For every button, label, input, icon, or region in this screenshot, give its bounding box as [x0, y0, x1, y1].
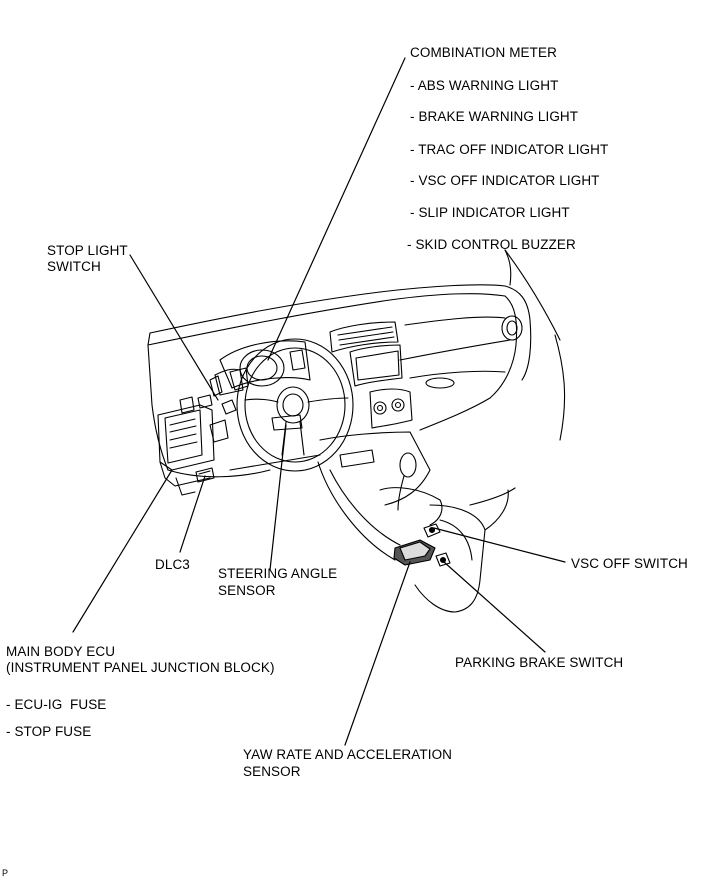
parking-brake-switch-label: PARKING BRAKE SWITCH	[455, 655, 624, 670]
meter-item-skid-buzzer: - SKID CONTROL BUZZER	[407, 237, 576, 252]
leader-main-body-ecu	[72, 469, 173, 633]
leader-vsc-off-switch	[433, 527, 566, 563]
vsc-off-switch-label: VSC OFF SWITCH	[571, 556, 688, 571]
stop-light-switch-label-2: SWITCH	[47, 259, 101, 274]
dlc3-label: DLC3	[155, 557, 190, 572]
yaw-rate-sensor-part	[393, 539, 436, 566]
meter-item-trac-off: - TRAC OFF INDICATOR LIGHT	[410, 142, 609, 157]
combination-meter-title: COMBINATION METER	[410, 45, 557, 60]
stop-light-switch-part	[209, 375, 237, 415]
steering-angle-sensor-label-2: SENSOR	[218, 583, 276, 598]
center-console	[317, 431, 516, 613]
center-console-display	[329, 315, 523, 429]
dlc3-connector	[195, 467, 215, 483]
meter-item-brake: - BRAKE WARNING LIGHT	[410, 109, 579, 124]
steering-wheel	[236, 338, 354, 472]
meter-item-slip: - SLIP INDICATOR LIGHT	[410, 205, 570, 220]
meter-item-abs: - ABS WARNING LIGHT	[410, 78, 559, 93]
leader-lines	[72, 57, 566, 746]
steering-angle-sensor-label-1: STEERING ANGLE	[218, 566, 338, 581]
leader-yaw-rate-sensor	[344, 561, 411, 746]
stop-light-switch-label-1: STOP LIGHT	[47, 243, 128, 258]
dashboard-outline	[147, 249, 566, 478]
meter-cluster	[214, 340, 311, 396]
yaw-rate-sensor-label-1: YAW RATE AND ACCELERATION	[243, 747, 453, 762]
junction-block	[157, 394, 229, 496]
vsc-off-switch-part	[423, 523, 441, 538]
parking-brake-switch-part	[435, 552, 451, 567]
leader-combination-meter	[267, 57, 406, 361]
meter-item-vsc-off: - VSC OFF INDICATOR LIGHT	[410, 173, 600, 188]
main-body-ecu-label-2: (INSTRUMENT PANEL JUNCTION BLOCK)	[6, 660, 275, 675]
corner-mark: P	[2, 868, 9, 878]
main-body-ecu-label-1: MAIN BODY ECU	[6, 644, 116, 659]
fuse-stop: - STOP FUSE	[6, 724, 92, 739]
leader-steering-angle-sensor	[269, 424, 287, 571]
fuse-ecu-ig: - ECU-IG FUSE	[6, 697, 107, 712]
leader-dlc3	[179, 475, 206, 553]
leader-parking-brake-switch	[443, 561, 546, 653]
yaw-rate-sensor-label-2: SENSOR	[243, 764, 301, 779]
leader-stop-light-switch	[129, 254, 219, 401]
